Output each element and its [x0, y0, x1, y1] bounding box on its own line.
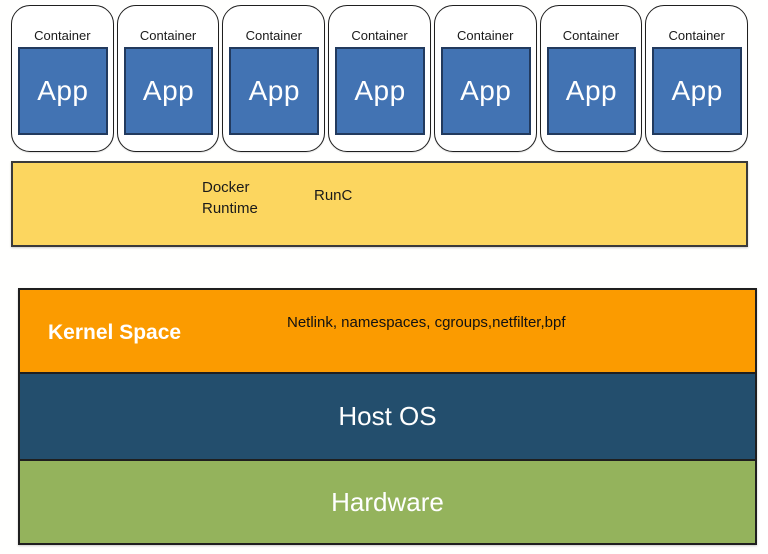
app-label: App [354, 75, 406, 106]
container-box: Container App [116, 5, 220, 152]
app-label: App [142, 75, 195, 106]
kernel-space-layer: Kernel Space Netlink, namespaces, cgroup… [20, 290, 755, 372]
container-box: Container App [539, 5, 643, 152]
app-box: App [440, 47, 531, 135]
app-label: App [565, 75, 618, 106]
app-label: App [671, 75, 723, 106]
container-label: Container [457, 28, 514, 43]
container-label: Container [245, 28, 302, 43]
app-box: App [652, 47, 743, 135]
container-label: Container [562, 28, 620, 43]
app-box: App [18, 47, 108, 135]
container-label: Container [668, 28, 725, 43]
docker-runtime-layer: Docker Runtime RunC [11, 161, 748, 247]
container-box: Container App [11, 5, 114, 152]
app-box: App [229, 47, 320, 135]
host-os-layer: Host OS [20, 372, 755, 459]
container-label: Container [34, 28, 91, 43]
app-label: App [248, 75, 300, 106]
container-box: Container App [645, 5, 749, 152]
hardware-label: Hardware [331, 486, 444, 517]
containers-row: Container App Container App Container Ap… [11, 5, 749, 152]
app-label: App [37, 75, 89, 106]
system-stack: Kernel Space Netlink, namespaces, cgroup… [18, 288, 757, 545]
container-box: Container App [433, 5, 537, 152]
app-box: App [123, 47, 214, 135]
container-label: Container [139, 28, 197, 43]
container-box: Container App [328, 5, 431, 152]
kernel-space-title: Kernel Space [48, 321, 182, 344]
app-box: App [546, 47, 637, 135]
container-label: Container [351, 28, 408, 43]
app-box: App [335, 47, 425, 135]
app-label: App [460, 75, 512, 106]
runc-label: RunC [314, 187, 353, 204]
host-os-label: Host OS [338, 401, 437, 431]
kernel-features-label: Netlink, namespaces, cgroups,netfilter,b… [287, 314, 566, 331]
docker-runtime-label: Docker Runtime [202, 179, 258, 217]
container-box: Container App [222, 5, 326, 152]
hardware-layer: Hardware [20, 459, 755, 543]
